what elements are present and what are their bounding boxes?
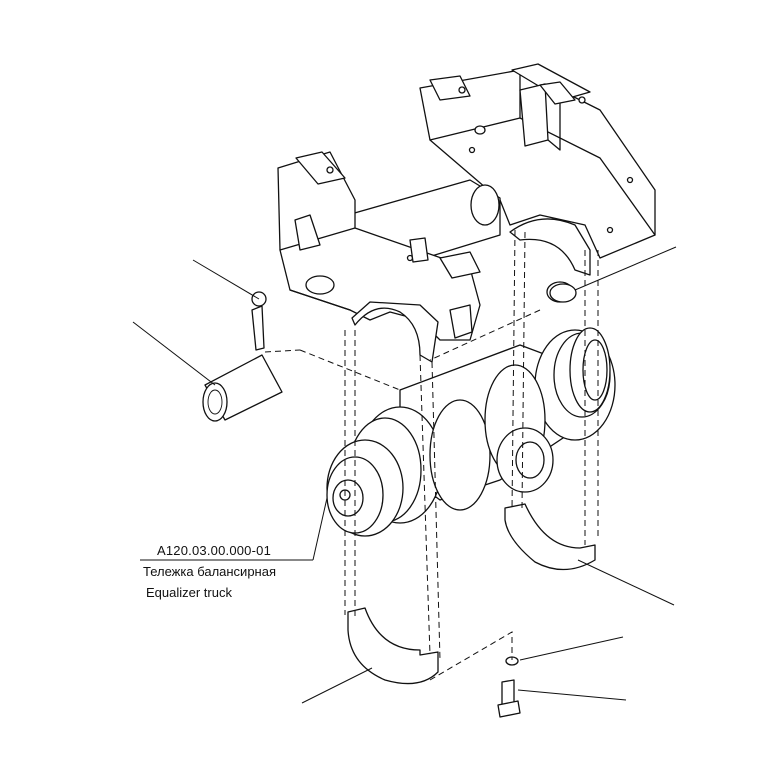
equalizer-frame [277, 63, 656, 363]
part-name-russian: Тележка балансирная [143, 564, 277, 579]
pin-assembly [202, 291, 283, 422]
bearing-caps [347, 503, 596, 685]
leader-lines [132, 246, 677, 704]
axle-drive-unit [326, 283, 616, 537]
assembly-dash-lines [264, 229, 599, 681]
part-name-english: Equalizer truck [146, 585, 232, 600]
fasteners [497, 656, 521, 718]
part-number-label: A120.03.00.000-01 [157, 543, 271, 558]
